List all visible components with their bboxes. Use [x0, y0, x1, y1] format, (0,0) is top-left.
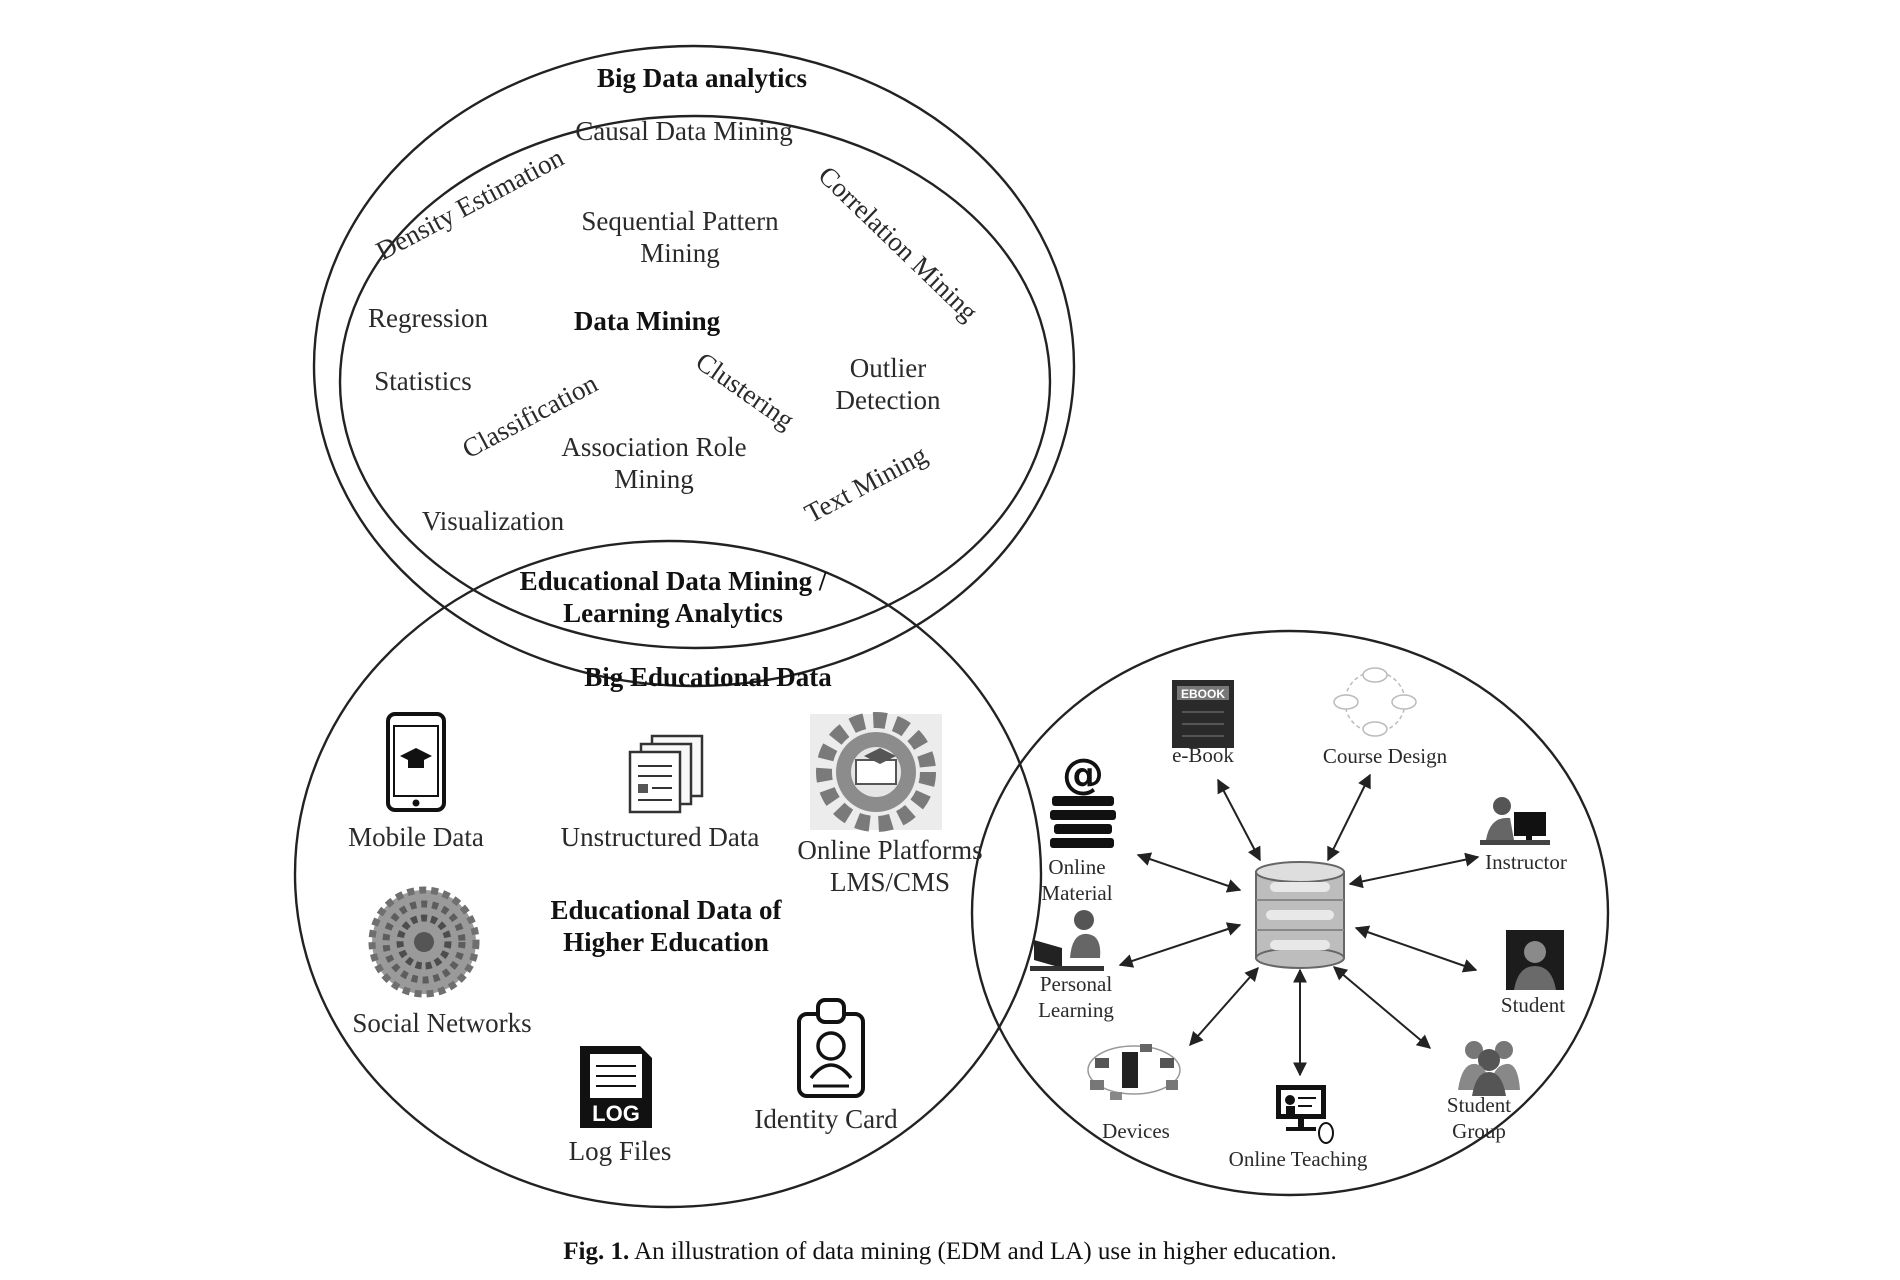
causal-data-mining-label: Causal Data Mining: [575, 116, 792, 146]
course-design-cycle-icon: [1333, 667, 1417, 737]
at-sign-icon: @: [1062, 749, 1104, 798]
instructor-icon: [1480, 797, 1550, 845]
personal-learning-laptop-icon: [1030, 910, 1104, 971]
association-mining-label-2: Mining: [614, 464, 694, 494]
density-estimation-label: Density Estimation: [371, 142, 569, 266]
figure-caption: Fig. 1. An illustration of data mining (…: [0, 1238, 1900, 1266]
unstructured-data-label: Unstructured Data: [561, 822, 760, 852]
edm-la-label-2: Learning Analytics: [563, 598, 783, 628]
sequential-pattern-label-2: Mining: [640, 238, 720, 268]
personal-learning-label-2: Learning: [1038, 998, 1114, 1022]
big-data-analytics-ring: [312, 44, 1076, 688]
online-material-label-1: Online: [1048, 855, 1105, 879]
identity-card-label: Identity Card: [754, 1104, 898, 1134]
ebook-icon-text: EBOOK: [1181, 687, 1225, 701]
log-icon-text: LOG: [592, 1101, 640, 1126]
correlation-mining-label: Correlation Mining: [813, 160, 984, 327]
visualization-label: Visualization: [422, 506, 565, 536]
big-data-analytics-title: Big Data analytics: [597, 63, 807, 93]
text-mining-label: Text Mining: [800, 439, 932, 528]
edm-la-label-1: Educational Data Mining /: [520, 566, 827, 596]
sequential-pattern-label-1: Sequential Pattern: [581, 206, 779, 236]
online-platforms-label-1: Online Platforms: [797, 835, 982, 865]
mobile-phone-icon: [386, 712, 446, 812]
online-material-books-icon: @: [1050, 749, 1116, 848]
online-teaching-label: Online Teaching: [1229, 1147, 1368, 1171]
outlier-detection-label-1: Outlier: [850, 353, 926, 383]
identity-card-icon: [797, 998, 865, 1098]
devices-label: Devices: [1102, 1119, 1170, 1143]
edu-data-center-label-1: Educational Data of: [550, 895, 782, 925]
ebook-label: e-Book: [1172, 743, 1234, 767]
stakeholder-hub-ring: [970, 629, 1610, 1197]
documents-icon: [628, 734, 704, 814]
data-mining-ring: [338, 114, 1052, 650]
online-teaching-screen-icon: [1276, 1085, 1334, 1144]
student-group-icon: [1458, 1041, 1520, 1096]
social-networks-globe-icon: [368, 886, 480, 998]
student-group-label-1: Student: [1447, 1093, 1511, 1117]
log-files-label: Log Files: [569, 1136, 672, 1166]
personal-learning-label-1: Personal: [1040, 972, 1112, 996]
edu-data-center-label-2: Higher Education: [563, 927, 769, 957]
hub-arrows: [1118, 773, 1480, 1077]
devices-network-icon: [1087, 1044, 1181, 1100]
data-mining-title: Data Mining: [574, 306, 721, 336]
statistics-label: Statistics: [374, 366, 472, 396]
big-educational-data-title: Big Educational Data: [584, 662, 832, 692]
student-label: Student: [1501, 993, 1565, 1017]
social-networks-label: Social Networks: [352, 1008, 531, 1038]
big-educational-data-ring: [293, 539, 1043, 1209]
figure-label: Fig. 1.: [563, 1238, 630, 1265]
student-group-label-2: Group: [1452, 1119, 1506, 1143]
database-icon: [1255, 861, 1345, 969]
regression-label: Regression: [368, 303, 488, 333]
gear-icon: [810, 712, 942, 832]
outlier-detection-label-2: Detection: [836, 385, 941, 415]
online-material-label-2: Material: [1041, 881, 1112, 905]
course-design-label: Course Design: [1323, 744, 1448, 768]
student-icon: [1506, 930, 1564, 990]
association-mining-label-1: Association Role: [561, 432, 746, 462]
figure-caption-text: An illustration of data mining (EDM and …: [629, 1238, 1337, 1265]
ebook-icon: EBOOK: [1172, 680, 1234, 748]
log-file-icon: LOG: [580, 1046, 652, 1128]
instructor-label: Instructor: [1485, 850, 1567, 874]
mobile-data-label: Mobile Data: [348, 822, 484, 852]
clustering-label: Clustering: [690, 346, 799, 435]
online-platforms-label-2: LMS/CMS: [830, 867, 950, 897]
